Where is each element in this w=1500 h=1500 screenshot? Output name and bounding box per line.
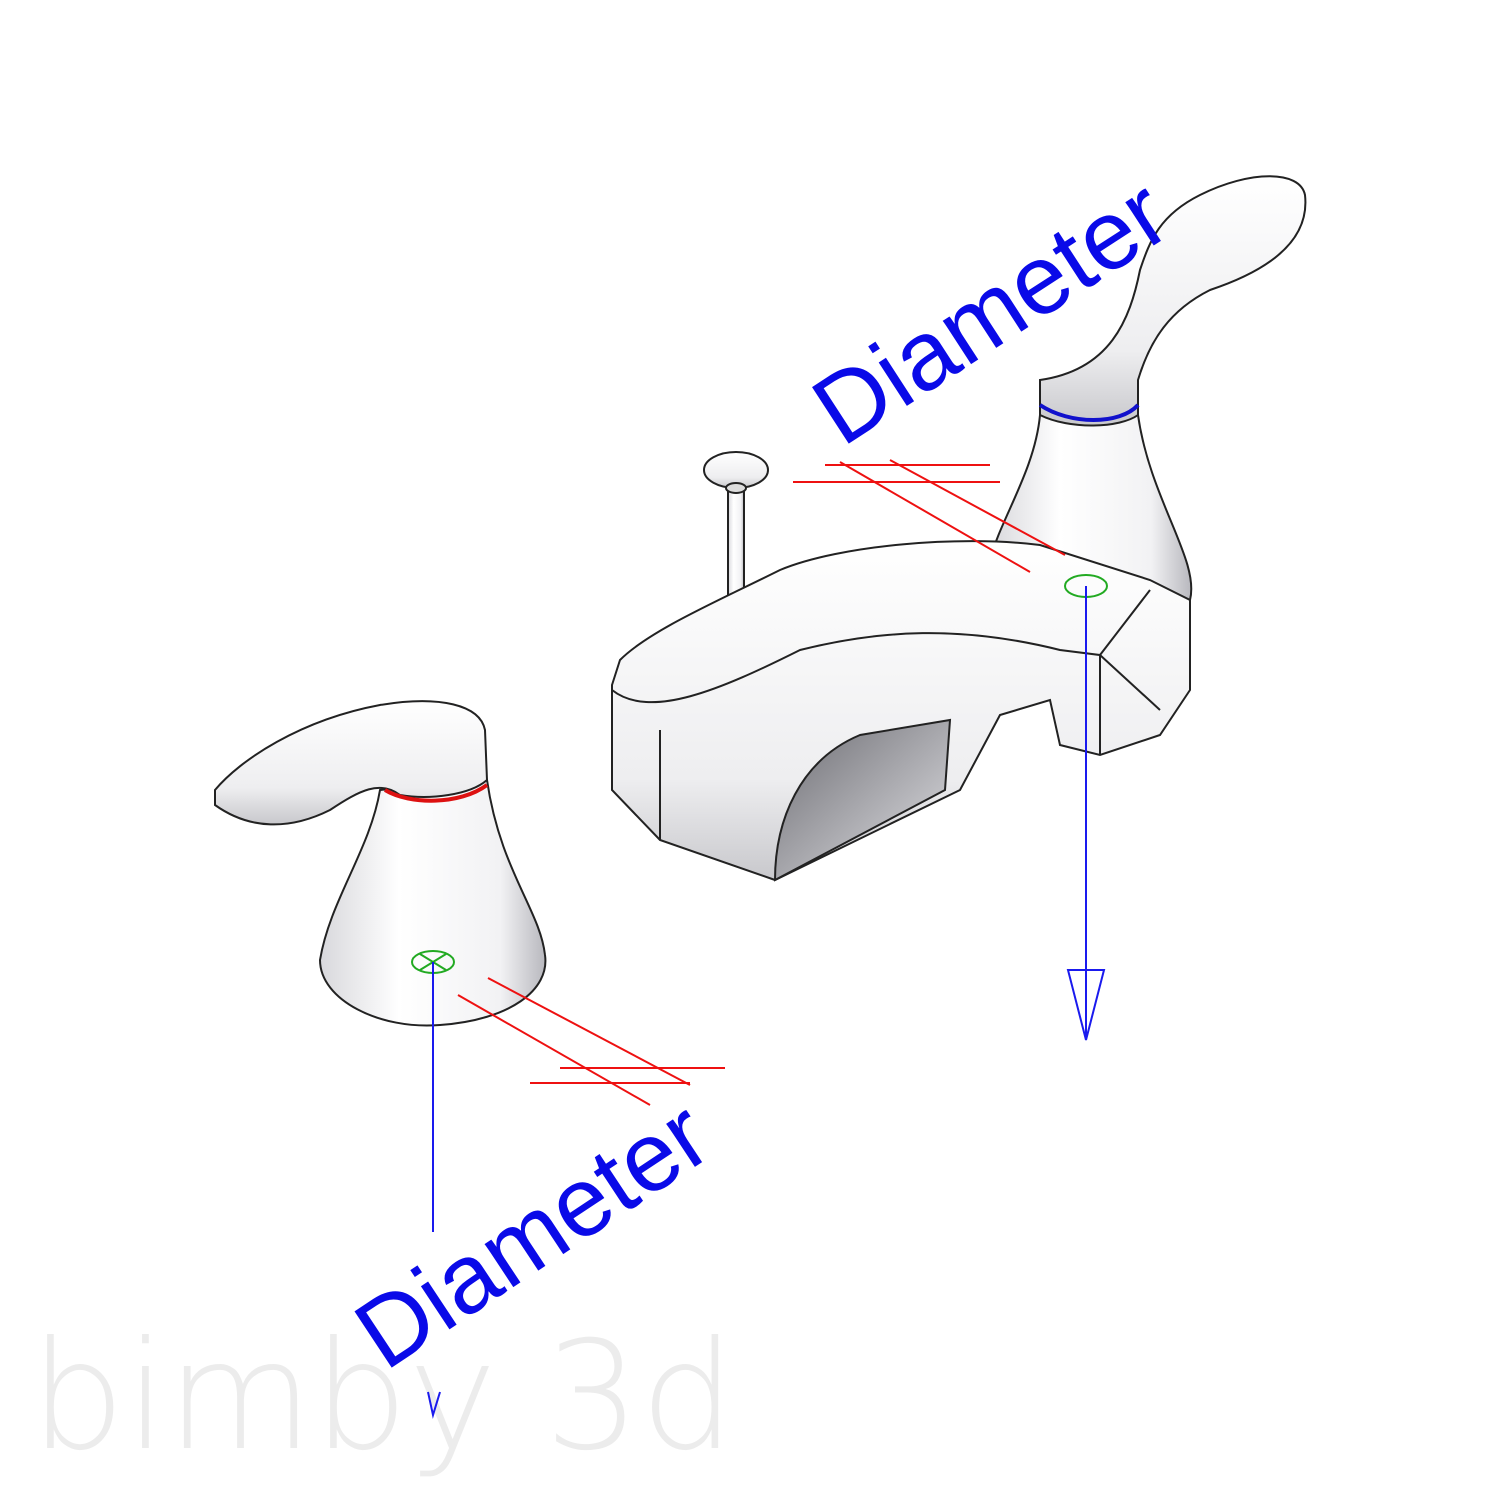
spout-reference-lines [793, 459, 1066, 573]
spout-flow-arrow [1066, 586, 1106, 1041]
cold-ring [1038, 403, 1140, 422]
watermark-logo: bimby 3d [30, 1310, 735, 1484]
spout [611, 540, 1191, 882]
handle-reference-lines [457, 977, 725, 1106]
handle-flow-arrow [427, 962, 441, 1419]
drain-rod [703, 451, 769, 611]
left-handle [214, 700, 547, 1027]
hot-ring [383, 783, 489, 803]
